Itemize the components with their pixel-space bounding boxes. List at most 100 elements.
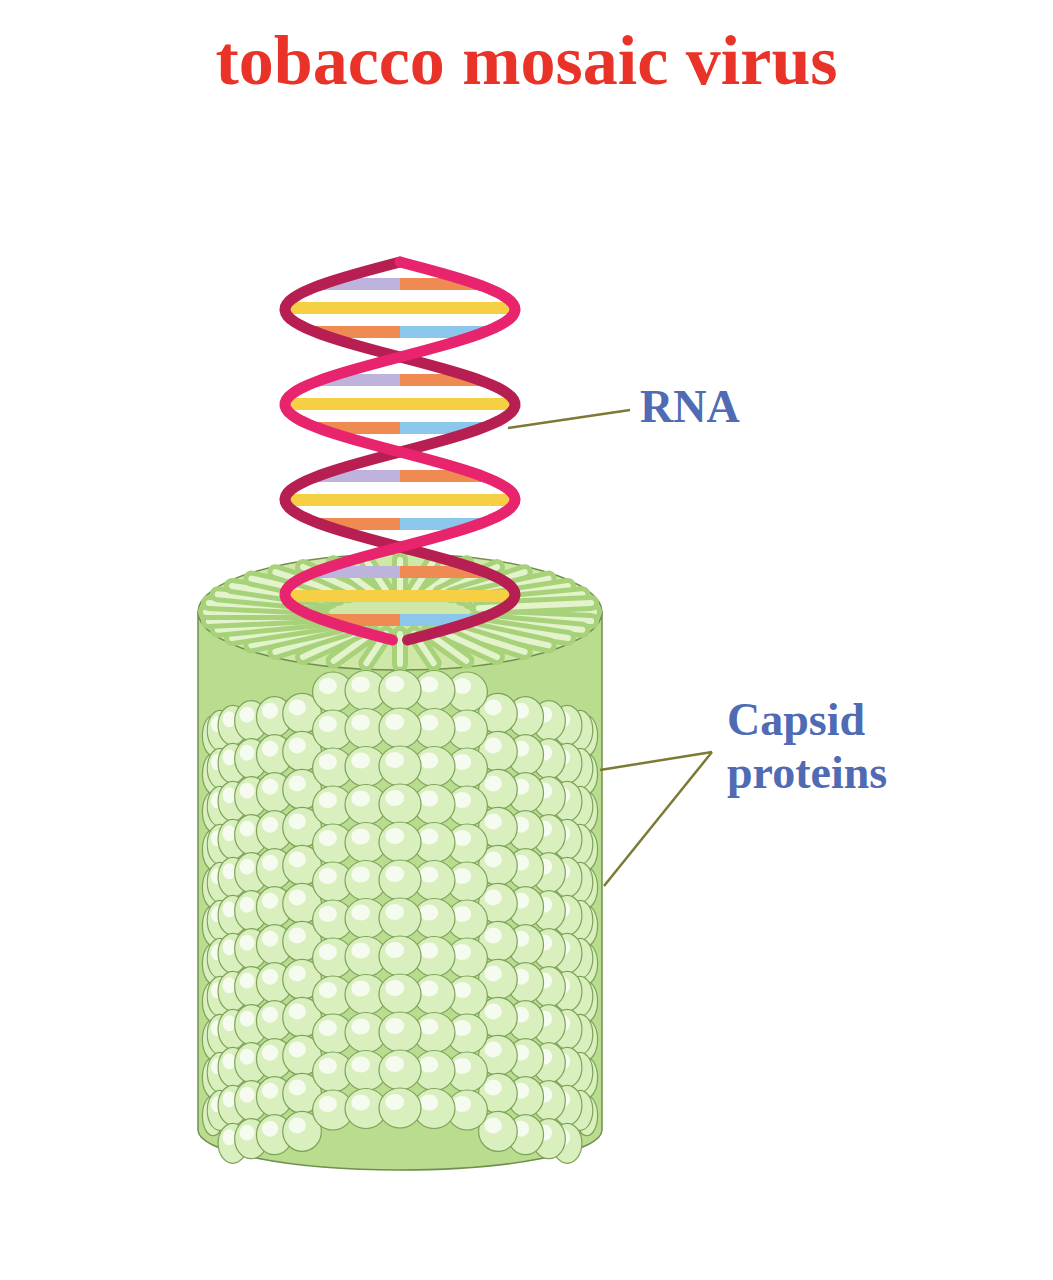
- capsid-protein-shine: [385, 752, 404, 768]
- capsid-protein-shine: [385, 866, 404, 882]
- capsid-protein-shine: [319, 1096, 337, 1112]
- capsid-protein: [379, 1012, 421, 1052]
- capsid-protein-shine: [420, 752, 439, 768]
- leader-line: [508, 410, 630, 428]
- capsid-protein-shine: [262, 1045, 278, 1061]
- capsid-protein-shine: [319, 754, 337, 770]
- base-pair: [285, 398, 400, 410]
- capsid-protein-shine: [262, 703, 278, 719]
- capsid-protein-shine: [240, 707, 255, 723]
- capsid-protein-shine: [289, 927, 306, 943]
- capsid-protein: [379, 1088, 421, 1128]
- capsid-protein-shine: [222, 863, 235, 879]
- capsid-protein: [379, 860, 421, 900]
- capsid-protein-shine: [289, 965, 306, 981]
- capsid-protein-shine: [351, 676, 370, 692]
- capsid-protein-shine: [240, 1125, 255, 1141]
- capsid-protein-shine: [420, 1018, 439, 1034]
- capsid-protein-shine: [420, 714, 439, 730]
- capsid-protein-shine: [484, 889, 501, 905]
- capsid-protein-shine: [319, 1020, 337, 1036]
- capsid-protein-shine: [240, 859, 255, 875]
- capsid-protein-shine: [351, 828, 370, 844]
- capsid-protein-shine: [385, 942, 404, 958]
- capsid-protein-shine: [319, 944, 337, 960]
- capsid-top: [198, 554, 602, 670]
- capsid-protein-shine: [385, 790, 404, 806]
- capsid-protein-shine: [289, 775, 306, 791]
- capsid-protein-shine: [484, 775, 501, 791]
- capsid-protein-shine: [351, 980, 370, 996]
- capsid-protein-shine: [453, 1020, 471, 1036]
- capsid-protein-shine: [262, 931, 278, 947]
- capsid-protein-shine: [262, 1007, 278, 1023]
- capsid-protein-shine: [385, 828, 404, 844]
- capsid-protein: [379, 708, 421, 748]
- capsid-protein-shine: [240, 745, 255, 761]
- capsid-protein-shine: [453, 678, 471, 694]
- capsid-protein-shine: [222, 977, 235, 993]
- rna-helix: [285, 262, 515, 640]
- capsid-protein-shine: [319, 982, 337, 998]
- capsid-protein-shine: [222, 1129, 235, 1145]
- capsid-protein-shine: [484, 813, 501, 829]
- capsid-protein-shine: [484, 851, 501, 867]
- leader-line: [604, 752, 712, 886]
- capsid-protein-shine: [319, 830, 337, 846]
- capsid-protein: [379, 784, 421, 824]
- capsid-protein-shine: [289, 1003, 306, 1019]
- capsid-protein-shine: [385, 904, 404, 920]
- capsid-protein-shine: [319, 678, 337, 694]
- capsid-protein-shine: [351, 752, 370, 768]
- capsid-protein-shine: [453, 716, 471, 732]
- capsid-protein-shine: [420, 904, 439, 920]
- capsid-protein-shine: [420, 980, 439, 996]
- capsid-protein-shine: [484, 699, 501, 715]
- capsid-protein-shine: [420, 1094, 439, 1110]
- capsid-protein-shine: [319, 906, 337, 922]
- capsid-protein-shine: [453, 982, 471, 998]
- capsid-protein-shine: [385, 1018, 404, 1034]
- capsid-protein-shine: [289, 699, 306, 715]
- capsid-protein-shine: [240, 935, 255, 951]
- capsid-protein-shine: [385, 980, 404, 996]
- capsid-protein-shine: [453, 1058, 471, 1074]
- capsid-protein: [379, 670, 421, 710]
- base-pair: [285, 302, 400, 314]
- base-pair: [285, 494, 400, 506]
- capsid-protein-shine: [484, 737, 501, 753]
- capsid-protein: [379, 898, 421, 938]
- capsid-protein-shine: [420, 790, 439, 806]
- capsid-protein-shine: [289, 1117, 306, 1133]
- capsid-protein-shine: [484, 1079, 501, 1095]
- capsid-cylinder: [198, 612, 602, 1170]
- capsid-protein-shine: [222, 1053, 235, 1069]
- capsid-protein-shine: [289, 1041, 306, 1057]
- capsid-protein: [379, 822, 421, 862]
- capsid-protein-shine: [222, 749, 235, 765]
- capsid-protein-shine: [385, 676, 404, 692]
- capsid-protein-shine: [420, 1056, 439, 1072]
- capsid-protein-shine: [385, 714, 404, 730]
- capsid-protein-shine: [351, 790, 370, 806]
- capsid-protein: [379, 974, 421, 1014]
- capsid-protein-shine: [262, 893, 278, 909]
- capsid-protein-shine: [262, 855, 278, 871]
- capsid-protein-shine: [262, 1083, 278, 1099]
- capsid-protein-shine: [240, 821, 255, 837]
- capsid-protein-shine: [319, 716, 337, 732]
- capsid-protein-shine: [351, 942, 370, 958]
- capsid-protein-shine: [351, 904, 370, 920]
- capsid-protein-shine: [420, 866, 439, 882]
- capsid-protein-shine: [222, 939, 235, 955]
- capsid-protein-shine: [240, 973, 255, 989]
- capsid-protein-shine: [262, 741, 278, 757]
- capsid-protein-shine: [289, 813, 306, 829]
- capsid-protein-shine: [222, 1091, 235, 1107]
- capsid-protein-shine: [289, 1079, 306, 1095]
- leader-lines: [508, 410, 712, 886]
- capsid-protein-shine: [262, 817, 278, 833]
- capsid-protein-shine: [453, 792, 471, 808]
- capsid-protein-shine: [262, 969, 278, 985]
- leader-line: [600, 752, 712, 770]
